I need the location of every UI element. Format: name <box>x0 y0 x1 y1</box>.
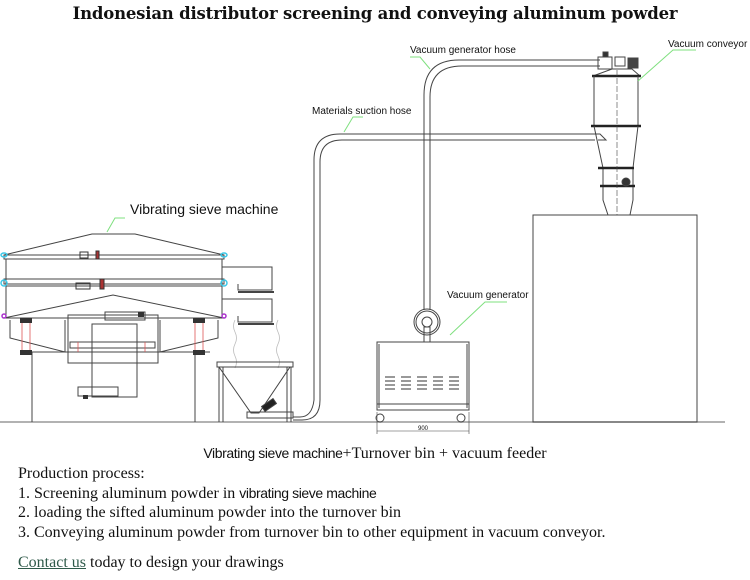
caption-rest: +Turnover bin + vacuum feeder <box>342 445 547 462</box>
platform <box>532 214 698 423</box>
label-vacuum-generator-hose: Vacuum generator hose <box>410 45 516 56</box>
contact-rest: today to design your drawings <box>86 554 284 571</box>
step-suffix: vibrating sieve machine <box>239 484 377 501</box>
leader-vacuum-generator <box>449 301 507 336</box>
vacuum-generator-hose <box>423 59 600 310</box>
leader-vacuum-conveyor <box>637 49 696 82</box>
label-materials-suction-hose: Materials suction hose <box>312 106 412 117</box>
diagram-caption: Vibrating sieve machine+Turnover bin + v… <box>0 445 750 463</box>
process-heading: Production process: <box>18 465 145 482</box>
caption-sieve: Vibrating sieve machine <box>203 445 343 461</box>
vacuum-conveyor <box>591 51 641 216</box>
label-vacuum-generator: Vacuum generator <box>447 290 529 301</box>
dimension-label: 900 <box>418 426 429 432</box>
vacuum-generator <box>375 308 470 434</box>
step-text: 1. Screening aluminum powder in <box>18 484 240 502</box>
leader-materials-suction-hose <box>343 116 363 133</box>
vibrating-sieve-machine <box>0 233 280 422</box>
contact-line: Contact us today to design your drawings <box>18 554 284 572</box>
label-vibrating-sieve-machine: Vibrating sieve machine <box>130 201 279 217</box>
leader-vibrating-sieve <box>106 217 125 233</box>
process-step: 2. loading the sifted aluminum powder in… <box>18 504 402 521</box>
label-vacuum-conveyor: Vacuum conveyor <box>668 39 748 50</box>
contact-us-link[interactable]: Contact us <box>18 554 86 571</box>
page-title: Indonesian distributor screening and con… <box>72 4 678 23</box>
turnover-bin <box>216 361 294 422</box>
production-process: Production process: 1. Screening aluminu… <box>18 464 605 542</box>
materials-suction-hose <box>293 133 608 421</box>
process-step: 3. Conveying aluminum powder from turnov… <box>18 523 606 541</box>
leader-vacuum-generator-hose <box>410 56 431 70</box>
process-step: 1. Screening aluminum powder in vibratin… <box>18 484 605 504</box>
process-diagram: Vacuum generator hose Vacuum conveyor Ma… <box>0 39 748 434</box>
